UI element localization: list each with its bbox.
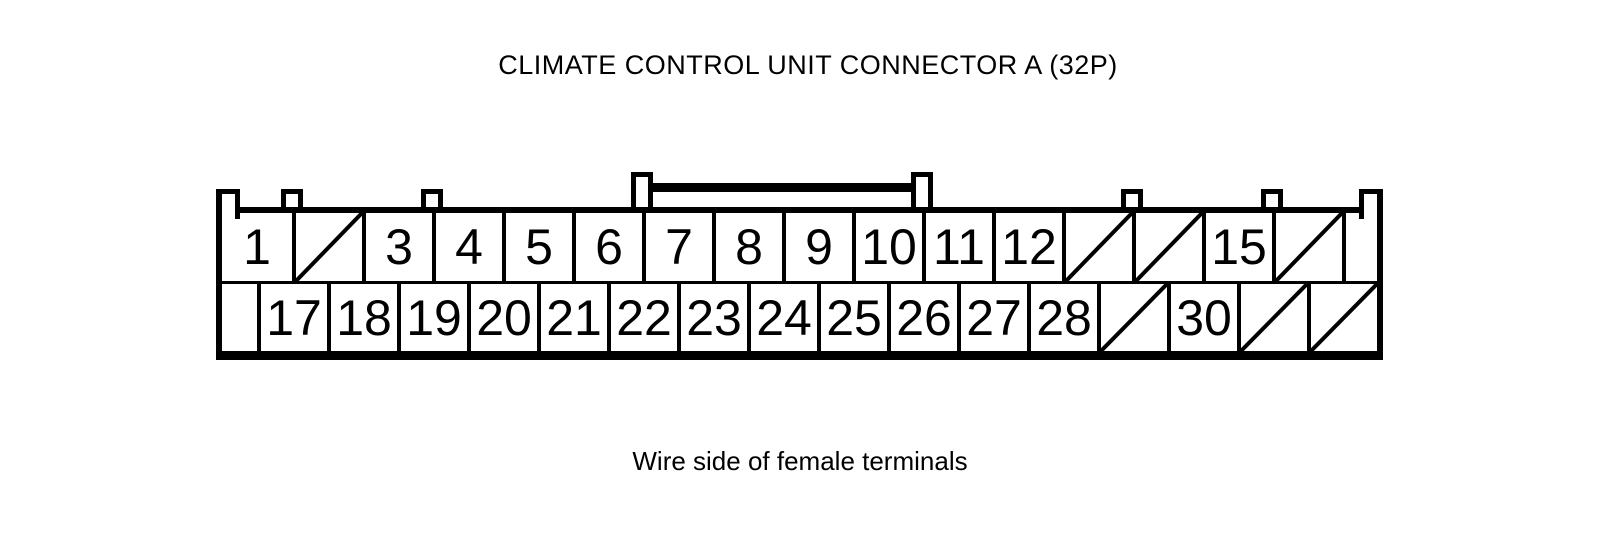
unused-pin-cell [1237,284,1307,351]
pin-cell-25: 25 [817,284,887,351]
pin-cell-7: 7 [642,213,712,281]
slash-mark [1276,213,1342,281]
pin-cell-4: 4 [432,213,502,281]
pin-cell-21: 21 [537,284,607,351]
pin-cell-15: 15 [1202,213,1272,281]
pin-cell-19: 19 [397,284,467,351]
unused-pin-cell [1062,213,1132,281]
pin-cell-30: 30 [1167,284,1237,351]
slash-mark [1241,284,1307,351]
blank-cell [222,284,257,351]
slash-mark [1311,284,1377,351]
unused-pin-cell [1272,213,1342,281]
pin-cell-1: 1 [222,213,292,281]
slash-mark [296,213,362,281]
pin-cell-22: 22 [607,284,677,351]
unused-pin-cell [292,213,362,281]
pin-cell-3: 3 [362,213,432,281]
pin-cell-17: 17 [257,284,327,351]
pin-cell-23: 23 [677,284,747,351]
pin-cell-10: 10 [852,213,922,281]
pin-cell-24: 24 [747,284,817,351]
slash-mark [1136,213,1202,281]
lock-bridge [642,183,922,192]
slash-mark [1066,213,1132,281]
pin-cell-5: 5 [502,213,572,281]
unused-pin-cell [1132,213,1202,281]
pin-cell-6: 6 [572,213,642,281]
housing-corner-notch-left [216,189,240,219]
pin-cell-18: 18 [327,284,397,351]
unused-pin-cell [1307,284,1377,351]
unused-pin-cell [1097,284,1167,351]
pin-cell-26: 26 [887,284,957,351]
housing-corner-notch-right [1359,189,1383,219]
pin-cell-8: 8 [712,213,782,281]
pin-cell-27: 27 [957,284,1027,351]
pin-cell-11: 11 [922,213,992,281]
blank-cell [1342,213,1377,281]
figure-title: CLIMATE CONTROL UNIT CONNECTOR A (32P) [498,50,1118,80]
slash-mark [1101,284,1167,351]
pin-cell-9: 9 [782,213,852,281]
pin-cell-28: 28 [1027,284,1097,351]
figure-caption: Wire side of female terminals [632,446,968,476]
pin-cell-12: 12 [992,213,1062,281]
pin-cell-20: 20 [467,284,537,351]
